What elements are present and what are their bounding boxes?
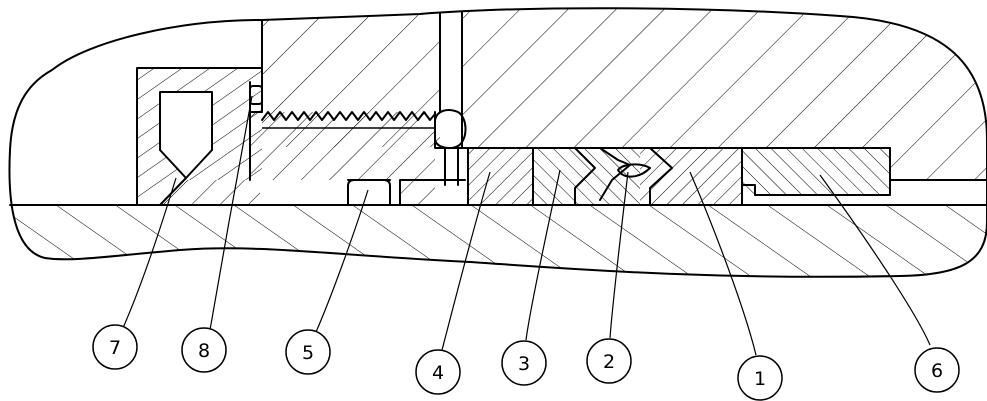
leader-6 (819, 174, 931, 346)
part-6-section (742, 148, 890, 195)
part-8-ring (249, 85, 263, 105)
nut-outline (136, 67, 263, 206)
balloon-6: 6 (914, 347, 960, 393)
balloon-circle (914, 347, 960, 393)
balloon-label: 2 (603, 351, 615, 373)
balloon-circle (415, 349, 461, 395)
groove-space (348, 180, 390, 205)
balloon-circle (92, 324, 138, 370)
nut-bore (160, 92, 212, 150)
balloon-circle (181, 327, 227, 373)
balloon-2: 2 (586, 338, 632, 384)
leader-3 (525, 169, 561, 341)
lube-port (440, 0, 462, 148)
balloon-circle (501, 340, 547, 386)
balloon-label: 5 (302, 342, 314, 364)
balloon-8: 8 (181, 327, 227, 373)
part-1-chevron (649, 147, 673, 206)
balloon-7: 7 (92, 324, 138, 370)
balloon-label: 8 (198, 340, 210, 362)
gland-nose (399, 179, 466, 206)
balloon-5: 5 (285, 329, 331, 375)
balloon-circle (737, 355, 783, 401)
leader-2 (609, 171, 629, 339)
thread (261, 111, 436, 121)
leader-4 (441, 171, 491, 351)
leader-8 (209, 95, 253, 331)
balloon-3: 3 (501, 340, 547, 386)
part-2-spring (617, 163, 651, 178)
leader-7 (121, 177, 177, 331)
gland-section (145, 112, 435, 205)
part-3-chevron (574, 147, 596, 206)
part-1-section (640, 148, 742, 205)
ball-check (434, 109, 467, 149)
item-balloons: 7 8 5 4 3 2 1 6 (92, 324, 960, 401)
clearances (160, 0, 987, 205)
part-6-outline (741, 147, 891, 196)
balloon-label: 6 (931, 360, 943, 382)
shaft-section (9, 205, 987, 277)
leader-1 (689, 171, 757, 356)
outline (8, 7, 987, 278)
balloon-label: 4 (432, 362, 444, 384)
section-break-outline (8, 7, 987, 278)
leader-5 (315, 189, 369, 333)
balloon-4: 4 (415, 349, 461, 395)
nut-bore-outline (159, 91, 213, 179)
balloon-circle (586, 338, 632, 384)
balloon-label: 1 (754, 368, 766, 390)
balloon-circle (285, 329, 331, 375)
leader-lines (121, 95, 931, 356)
part-4-section (468, 148, 533, 205)
end-clearance (890, 180, 987, 205)
drill-point (160, 150, 212, 178)
balloon-1: 1 (737, 355, 783, 401)
balloon-label: 7 (109, 337, 121, 359)
balloon-label: 3 (518, 353, 530, 375)
nut-chamfer (159, 177, 187, 206)
